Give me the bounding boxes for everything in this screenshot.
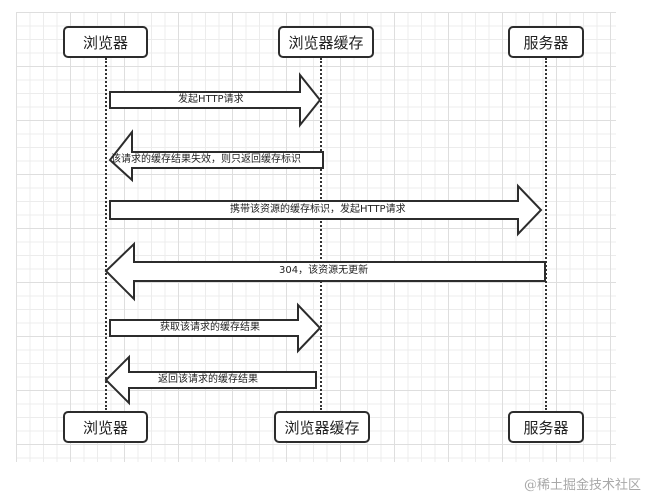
message-arrow-4 bbox=[109, 302, 322, 354]
message-label-2: 携带该资源的缓存标识，发起HTTP请求 bbox=[230, 204, 406, 215]
participant-server-bottom: 服务器 bbox=[508, 411, 584, 443]
message-label-1: 该请求的缓存结果失效，则只返回缓存标识 bbox=[111, 154, 301, 165]
lifeline-cache bbox=[320, 58, 322, 410]
participant-browser-top: 浏览器 bbox=[63, 26, 148, 58]
watermark: @稀土掘金技术社区 bbox=[523, 478, 641, 493]
message-arrow-5 bbox=[104, 354, 317, 406]
lifeline-server bbox=[545, 58, 547, 410]
message-arrow-1 bbox=[108, 129, 324, 183]
participant-cache-top: 浏览器缓存 bbox=[278, 26, 374, 58]
message-label-4: 获取该请求的缓存结果 bbox=[160, 322, 260, 333]
participant-browser-bottom: 浏览器 bbox=[63, 411, 148, 443]
lifeline-browser bbox=[105, 58, 107, 410]
message-arrow-3 bbox=[104, 241, 546, 302]
message-label-0: 发起HTTP请求 bbox=[178, 94, 244, 105]
participant-cache-bottom: 浏览器缓存 bbox=[274, 411, 370, 443]
message-label-3: 304，该资源无更新 bbox=[279, 265, 369, 276]
participant-server-top: 服务器 bbox=[508, 26, 584, 58]
message-arrow-0 bbox=[109, 72, 322, 128]
message-arrow-2 bbox=[109, 183, 543, 237]
grid-background bbox=[16, 12, 616, 462]
message-label-5: 返回该请求的缓存结果 bbox=[158, 374, 258, 385]
